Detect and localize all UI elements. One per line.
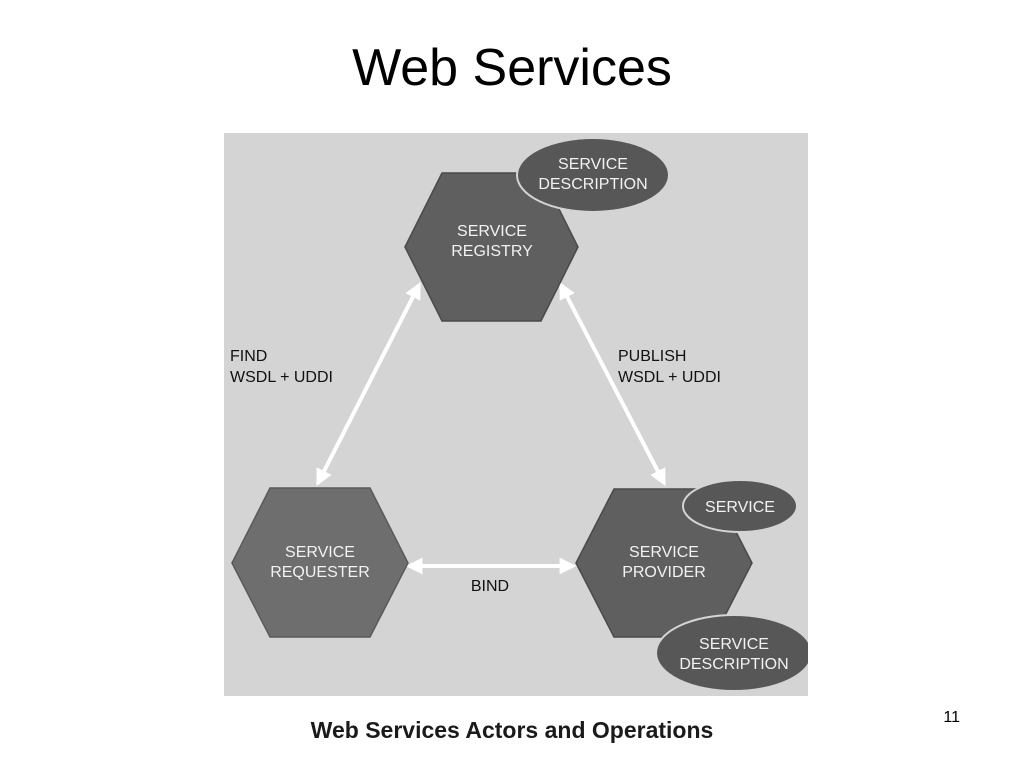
- service-requester-node: SERVICE REQUESTER: [231, 487, 409, 638]
- registry-label-line1: SERVICE: [457, 223, 527, 240]
- diagram-canvas: SERVICE REGISTRY SERVICE DESCRIPTION SER…: [230, 137, 808, 692]
- service-registry-node: SERVICE REGISTRY: [404, 172, 579, 322]
- figure-caption: Web Services Actors and Operations: [310, 717, 714, 743]
- requester-label-line2: REQUESTER: [270, 564, 370, 581]
- slide-title: Web Services: [352, 39, 672, 97]
- registry-description-line2: DESCRIPTION: [538, 176, 647, 193]
- provider-description-node: SERVICE DESCRIPTION: [655, 614, 808, 692]
- registry-description-node: SERVICE DESCRIPTION: [516, 137, 670, 213]
- provider-label-line1: SERVICE: [629, 544, 699, 561]
- registry-label-line2: REGISTRY: [451, 243, 533, 260]
- provider-service-line1: SERVICE: [705, 499, 775, 516]
- find-label-line2: WSDL + UDDI: [230, 369, 333, 386]
- find-label-line1: FIND: [230, 348, 267, 365]
- publish-label-line1: PUBLISH: [618, 348, 686, 365]
- page-number: 11: [943, 709, 960, 726]
- bind-label: BIND: [471, 578, 509, 595]
- provider-label-line2: PROVIDER: [622, 564, 706, 581]
- registry-description-line1: SERVICE: [558, 156, 628, 173]
- provider-description-line2: DESCRIPTION: [679, 656, 788, 673]
- find-arrow: [316, 282, 421, 486]
- publish-label-line2: WSDL + UDDI: [618, 369, 721, 386]
- requester-label-line1: SERVICE: [285, 544, 355, 561]
- web-services-diagram: SERVICE REGISTRY SERVICE DESCRIPTION SER…: [224, 133, 808, 696]
- publish-arrow: [559, 282, 666, 486]
- provider-description-line1: SERVICE: [699, 636, 769, 653]
- provider-service-node: SERVICE: [682, 479, 798, 533]
